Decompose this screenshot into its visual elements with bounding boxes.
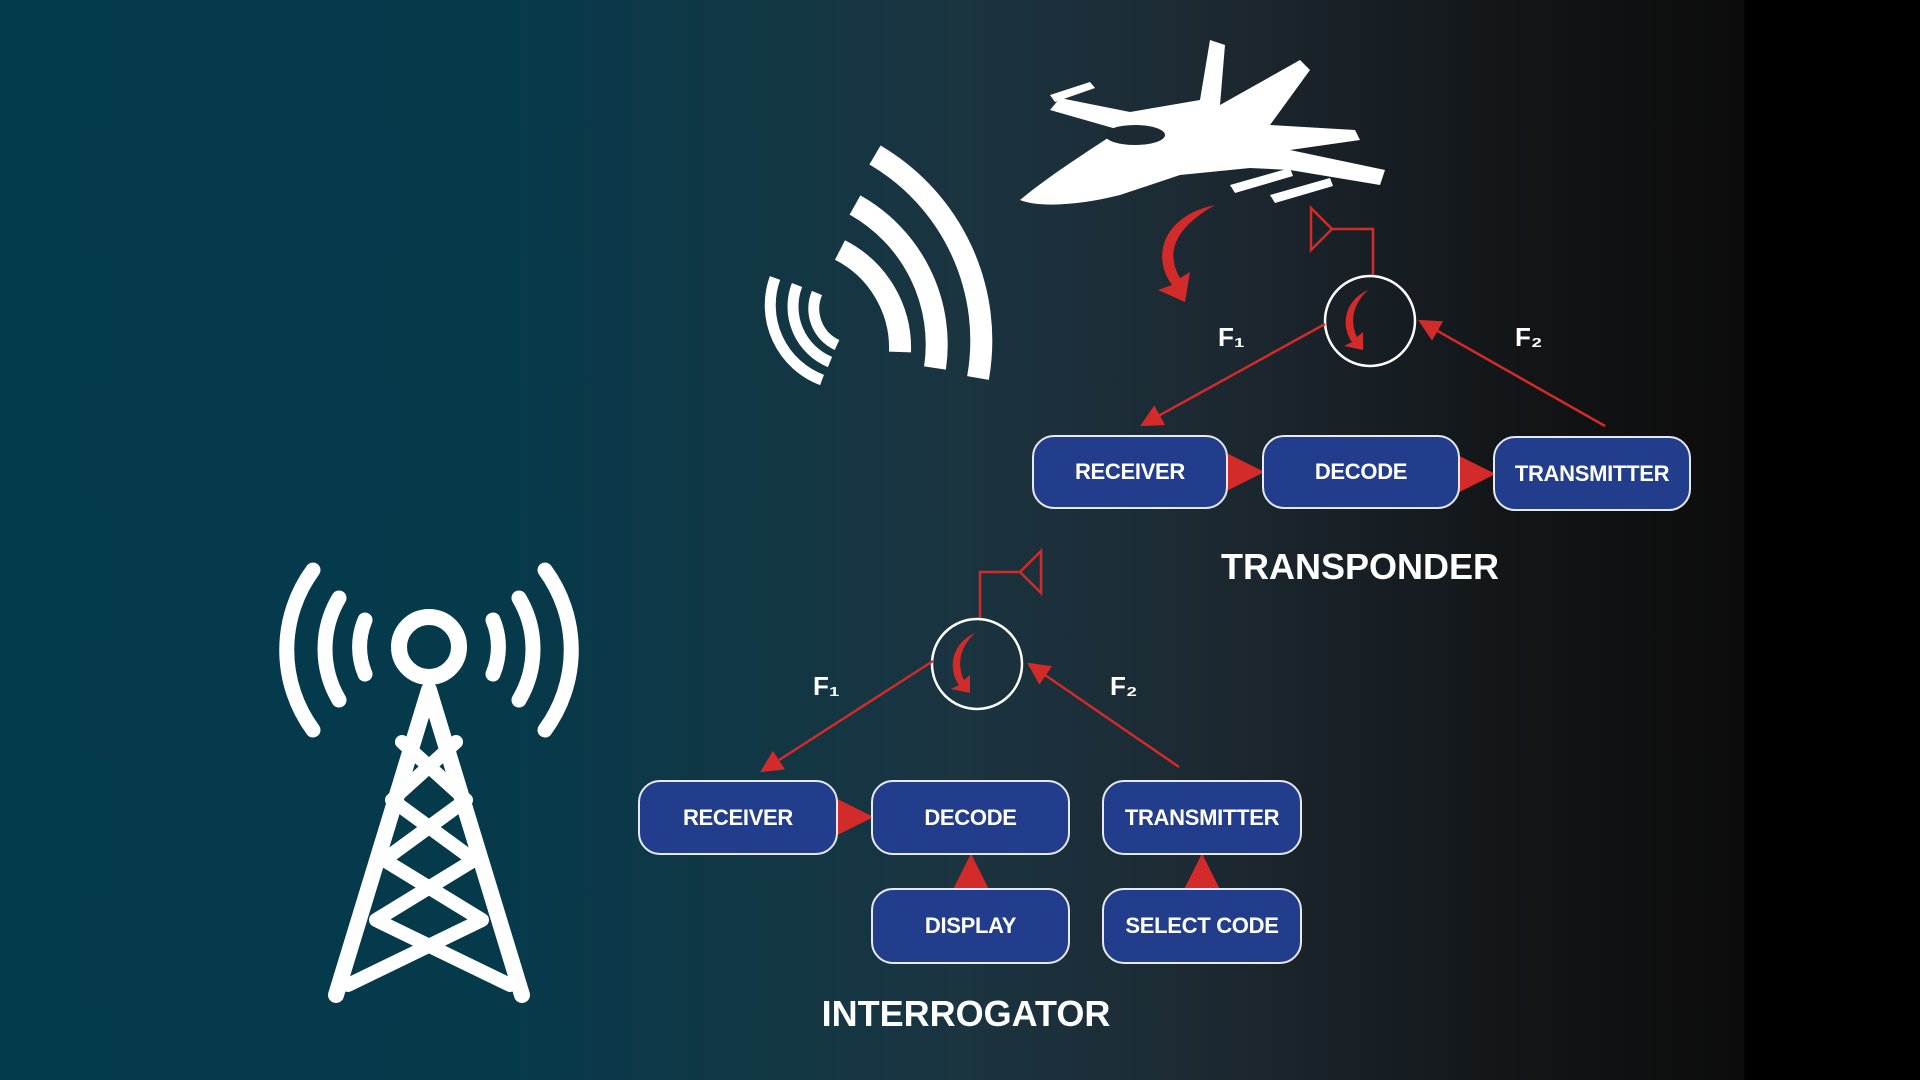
interrogator-antenna-icon bbox=[978, 547, 1043, 618]
transponder-f2-label: F₂ bbox=[1515, 322, 1543, 352]
interrogator-transmitter-box: TRANSMITTER bbox=[1102, 780, 1302, 855]
interrogator-decode-box: DECODE bbox=[871, 780, 1070, 855]
incoming-signal-arrow bbox=[1158, 205, 1215, 302]
transponder-circulator-icon bbox=[1323, 274, 1417, 368]
interrogator-receiver-box: RECEIVER bbox=[638, 780, 838, 855]
transponder-antenna-icon bbox=[1309, 204, 1375, 275]
transponder-decode-box: DECODE bbox=[1262, 435, 1460, 509]
interrogator-display-box: DISPLAY bbox=[871, 888, 1070, 964]
signal-waves-icon bbox=[764, 145, 993, 386]
transponder-f2-line bbox=[1418, 319, 1606, 428]
interrogator-title: INTERROGATOR bbox=[821, 993, 1111, 1034]
circulator-arrow-icon bbox=[1344, 290, 1368, 350]
transponder-receiver-box: RECEIVER bbox=[1032, 435, 1228, 509]
interrogator-f1-label: F₁ bbox=[813, 671, 840, 701]
interrogator-circulator-icon bbox=[930, 617, 1024, 711]
radio-tower-icon bbox=[279, 562, 579, 1003]
interrogator-select-code-box: SELECT CODE bbox=[1102, 888, 1302, 964]
transponder-f1-label: F₁ bbox=[1218, 322, 1245, 352]
circulator-arrow-icon bbox=[951, 633, 975, 693]
interrogator-f2-label: F₂ bbox=[1110, 671, 1138, 701]
interrogator-f2-line bbox=[1027, 662, 1180, 769]
transponder-transmitter-box: TRANSMITTER bbox=[1493, 436, 1691, 511]
transponder-title: TRANSPONDER bbox=[1220, 546, 1500, 587]
interrogator-f1-line bbox=[760, 659, 934, 773]
fighter-jet-icon bbox=[1020, 40, 1385, 205]
transponder-f1-line bbox=[1140, 322, 1326, 427]
